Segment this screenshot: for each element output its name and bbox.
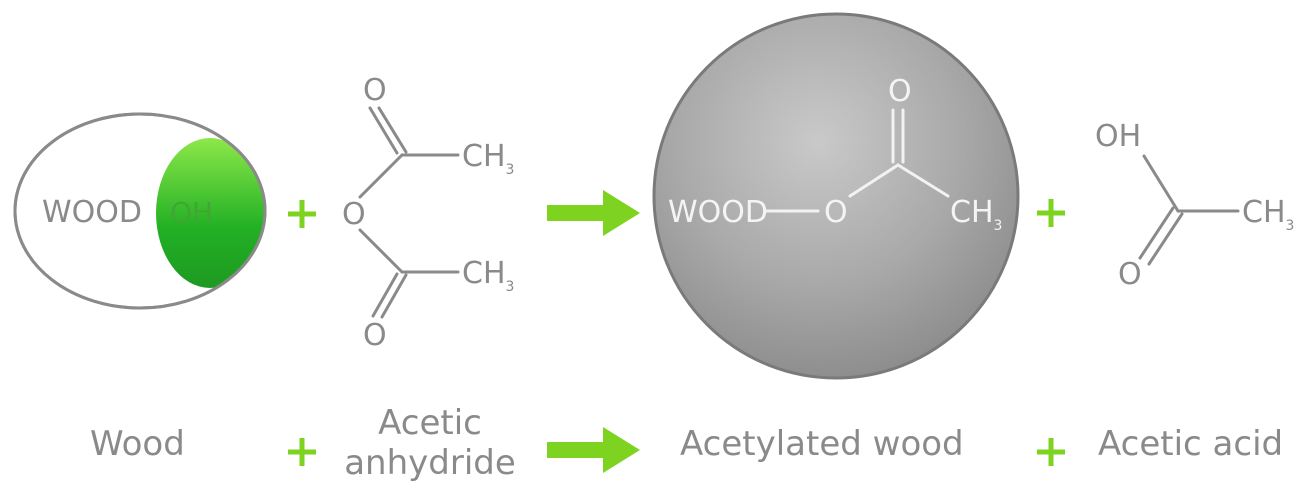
acetylated-o-carbonyl: O xyxy=(888,74,912,109)
caption-anhydride-line2: anhydride xyxy=(344,443,516,483)
reaction-arrow-structures xyxy=(547,190,640,236)
acid-o: O xyxy=(1118,257,1142,292)
wood-particle: WOOD OH xyxy=(13,112,267,310)
plus-sign-2 xyxy=(1037,199,1065,227)
acetic-anhydride-structure: O CH3 O CH3 O xyxy=(342,73,514,353)
acetylated-wood-label: WOOD xyxy=(668,195,768,230)
caption-anhydride-line1: Acetic xyxy=(378,403,482,443)
anhydride-ch3-bottom: CH3 xyxy=(462,256,514,295)
caption-acetic-acid: Acetic acid xyxy=(1098,424,1283,464)
acetylated-ch3: CH3 xyxy=(950,195,1002,234)
acetylated-wood-sphere: WOOD O O CH3 xyxy=(652,12,1020,380)
hydroxyl-region xyxy=(156,138,264,288)
anhydride-o-bottom: O xyxy=(363,318,387,353)
acid-oh: OH xyxy=(1095,119,1141,154)
anhydride-o-bridge: O xyxy=(342,197,366,232)
caption-plus-2 xyxy=(1037,438,1065,466)
acetylated-o-ester: O xyxy=(824,195,848,230)
acetic-acid-structure: OH CH3 O xyxy=(1095,119,1294,292)
caption-arrow xyxy=(547,427,640,473)
anhydride-o-top: O xyxy=(363,73,387,108)
caption-acetylated-wood: Acetylated wood xyxy=(680,424,964,464)
caption-row: Wood Acetic anhydride Acetylated wood Ac… xyxy=(90,403,1283,483)
anhydride-ch3-top: CH3 xyxy=(462,139,514,178)
acid-ch3: CH3 xyxy=(1242,195,1294,234)
plus-sign-1 xyxy=(288,200,316,228)
caption-wood: Wood xyxy=(90,424,185,464)
caption-plus-1 xyxy=(288,438,316,466)
wood-oh-label: OH xyxy=(170,196,213,229)
wood-label: WOOD xyxy=(42,195,142,230)
